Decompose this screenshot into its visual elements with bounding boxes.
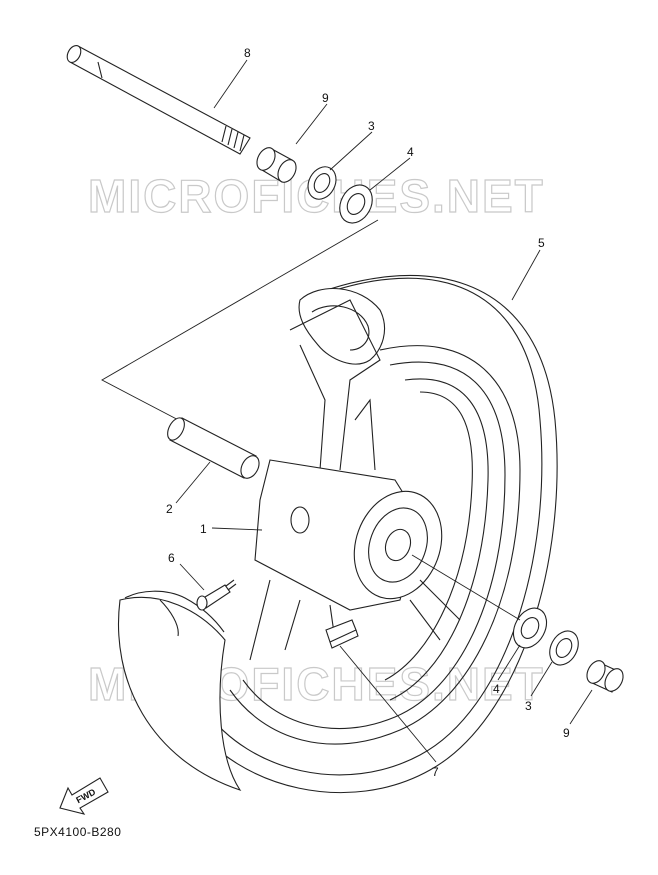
valve-part bbox=[196, 579, 237, 611]
diagram-code: 5PX4100-B280 bbox=[34, 825, 122, 839]
axle-part bbox=[66, 45, 251, 155]
callout-7: 7 bbox=[432, 765, 439, 779]
leader-lines bbox=[175, 59, 593, 763]
callout-3-top: 3 bbox=[368, 119, 375, 133]
callout-5: 5 bbox=[538, 236, 545, 250]
callout-9-bottom: 9 bbox=[563, 726, 570, 740]
callout-6: 6 bbox=[168, 551, 175, 565]
hub-part bbox=[249, 299, 461, 661]
bearing-top-3-part bbox=[307, 166, 337, 200]
callout-4-top: 4 bbox=[407, 145, 414, 159]
callout-2: 2 bbox=[166, 502, 173, 516]
balance-weight-part bbox=[325, 619, 359, 649]
bearing-top-4-part bbox=[339, 184, 373, 224]
spacer-part bbox=[167, 417, 260, 479]
callout-9-top: 9 bbox=[322, 91, 329, 105]
wheel-part bbox=[117, 275, 558, 794]
collar-bottom-part bbox=[586, 660, 624, 693]
bearing-bottom-4-part bbox=[512, 607, 548, 649]
callout-8: 8 bbox=[244, 46, 251, 60]
collar-top-part bbox=[256, 147, 297, 183]
bearing-bottom-3-part bbox=[549, 630, 579, 666]
callout-4-bottom: 4 bbox=[493, 682, 500, 696]
callout-3-bottom: 3 bbox=[525, 699, 532, 713]
fwd-arrow-icon: FWD bbox=[59, 777, 109, 815]
assembly-guide-line-bottom bbox=[411, 554, 521, 621]
callout-1: 1 bbox=[200, 522, 207, 536]
